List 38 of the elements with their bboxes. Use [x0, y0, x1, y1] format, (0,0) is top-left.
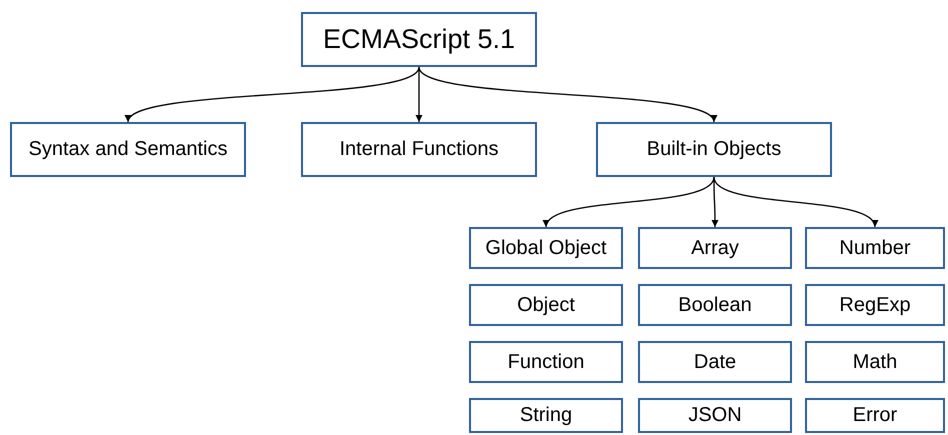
box-label: JSON — [688, 404, 742, 427]
box-label: RegExp — [839, 294, 911, 316]
box-label: Math — [852, 350, 898, 374]
process-box — [805, 341, 945, 383]
arrow — [418, 66, 715, 122]
box-label: Error — [852, 404, 898, 427]
box-label: String — [520, 404, 572, 427]
process-box — [469, 398, 623, 433]
box-label: Global Object — [485, 236, 607, 260]
box-label: Boolean — [678, 294, 752, 316]
box-label: Date — [694, 350, 736, 374]
process-box — [638, 284, 792, 326]
process-box — [805, 398, 945, 433]
process-box — [301, 122, 537, 177]
box-label: Built-in Objects — [646, 138, 782, 161]
box-label: Function — [508, 350, 584, 374]
process-box — [301, 12, 537, 67]
process-box — [596, 122, 832, 177]
box-label: ECMAScript 5.1 — [322, 24, 516, 55]
box-label: Array — [691, 236, 739, 260]
arrow — [713, 176, 876, 228]
process-box — [469, 227, 623, 269]
process-box — [638, 398, 792, 433]
box-label: Internal Functions — [340, 138, 498, 161]
process-box — [638, 227, 792, 269]
process-box — [10, 122, 246, 177]
box-label: Number — [839, 236, 911, 260]
process-box — [638, 341, 792, 383]
process-box — [805, 227, 945, 269]
process-box — [469, 284, 623, 326]
arrow — [545, 176, 715, 228]
box-label: Syntax and Semantics — [28, 138, 228, 161]
arrow — [127, 66, 420, 122]
process-box — [469, 341, 623, 383]
arrow — [416, 67, 422, 122]
box-label: Object — [517, 294, 575, 316]
arrow — [711, 177, 718, 227]
process-box — [805, 284, 945, 326]
